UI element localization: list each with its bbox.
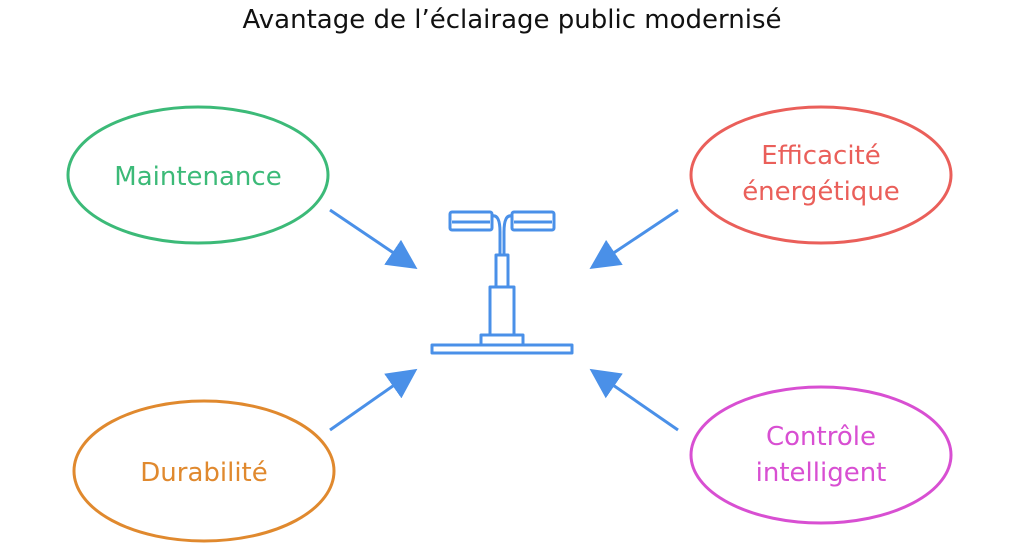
arrow-efficacite-to-lamp [589,208,679,269]
node-efficacite-energetique: Efficacité énergétique [689,105,953,245]
arrow-maintenance-to-lamp [329,208,418,270]
node-efficacite-label-line2: énergétique [742,177,900,207]
node-efficacite-ellipse [689,105,953,245]
diagram-title: Avantage de l’éclairage public modernisé [242,5,782,35]
node-durabilite-ellipse [72,399,336,543]
node-maintenance: Maintenance [66,105,330,245]
arrow-durabilite-to-lamp [329,368,418,432]
street-lamp-icon [430,210,574,355]
arrow-controle-to-lamp [589,368,679,432]
node-efficacite-label-line1: Efficacité [761,141,881,171]
node-controle-label-line2: intelligent [756,458,887,488]
node-controle-label-line1: Contrôle [766,422,876,452]
node-durabilite-label: Durabilité [140,458,268,488]
node-maintenance-ellipse [66,105,330,245]
node-durabilite: Durabilité [72,399,336,543]
node-controle-intelligent: Contrôle intelligent [689,385,953,525]
node-controle-ellipse [689,385,953,525]
node-maintenance-label: Maintenance [114,162,281,192]
